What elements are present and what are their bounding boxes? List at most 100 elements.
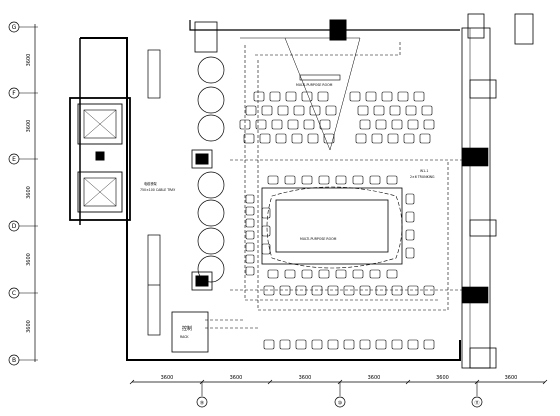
grid-bubble-g: G — [8, 21, 38, 33]
table-chair — [301, 175, 313, 185]
audience-chair — [375, 119, 387, 130]
rear-chair — [263, 285, 275, 296]
col-bubble-text: ⑩ — [338, 401, 343, 407]
audience-chair — [397, 91, 409, 102]
col-dimension-text: 3600 — [436, 375, 449, 381]
rear-chair — [343, 339, 355, 350]
row-dimension-text: 3600 — [26, 253, 32, 266]
side-chair — [245, 242, 255, 252]
grid-bubble-e: E — [8, 153, 38, 165]
audience-chair — [243, 133, 255, 144]
rear-chair — [359, 339, 371, 350]
stage-area — [191, 19, 361, 291]
rear-chair — [327, 285, 339, 296]
table-chair — [267, 269, 279, 279]
audience-chair — [359, 119, 371, 130]
rear-chair — [359, 285, 371, 296]
side-chair — [245, 254, 255, 264]
audience-chair — [287, 119, 299, 130]
audience-chair — [293, 105, 305, 116]
audience-chair — [389, 105, 401, 116]
audience-chair — [371, 133, 383, 144]
audience-seating — [239, 91, 435, 350]
audience-chair — [259, 133, 271, 144]
audience-chair — [365, 91, 377, 102]
round-column — [197, 171, 225, 199]
row-dimension-text: 3600 — [26, 120, 32, 133]
audience-chair — [301, 91, 313, 102]
grid-bubble-text: F — [12, 90, 16, 97]
table-chair — [284, 269, 296, 279]
grid-bubble-b: B — [8, 354, 38, 366]
table-chair — [284, 175, 296, 185]
col-dimension-text: 3600 — [368, 375, 381, 381]
table-chair — [335, 175, 347, 185]
table-chair — [335, 269, 347, 279]
row-dimension-text: 3600 — [26, 54, 32, 67]
rear-chair — [295, 285, 307, 296]
center-panel-label: MULTI-PURPOSE ROOM — [300, 237, 337, 241]
rear-chair — [375, 285, 387, 296]
rear-chair — [423, 339, 435, 350]
table-seating — [261, 175, 415, 279]
rear-chair — [311, 285, 323, 296]
col-bubble-text: ⑪ — [474, 400, 479, 407]
side-chair — [245, 230, 255, 240]
dimension-tick — [267, 379, 273, 385]
table-chair — [386, 175, 398, 185]
col-grid-bubble: ⑪ — [471, 382, 483, 408]
top-panel-label: MULTI-PURPOSE ROOM — [296, 83, 333, 87]
grid-bubble-text: B — [12, 357, 16, 364]
round-column — [197, 56, 225, 84]
audience-chair — [413, 91, 425, 102]
round-column — [197, 86, 225, 114]
audience-chair — [423, 119, 435, 130]
rear-chair — [311, 339, 323, 350]
audience-chair — [309, 105, 321, 116]
rear-chair — [407, 285, 419, 296]
col-grid-bubble: ⑨ — [196, 382, 208, 408]
dimension-tick — [542, 379, 548, 385]
audience-chair — [277, 105, 289, 116]
rear-chair — [343, 285, 355, 296]
round-column — [197, 255, 225, 283]
audience-chair — [303, 119, 315, 130]
audience-chair — [269, 91, 281, 102]
col-bubble-text: ⑨ — [200, 401, 204, 407]
rear-chair — [263, 339, 275, 350]
table-chair — [369, 269, 381, 279]
col-dimension-text: 3600 — [230, 375, 243, 381]
table-chair — [352, 175, 364, 185]
col-grid-bubble: ⑩ — [334, 382, 346, 408]
side-chair — [245, 194, 255, 204]
dimension-tick — [405, 379, 411, 385]
table-chair — [261, 225, 271, 237]
audience-chair — [317, 91, 329, 102]
col-grid-bubbles: ⑨ ⑩ ⑪ — [196, 382, 483, 408]
table-chair — [352, 269, 364, 279]
grid-bubble-text: E — [12, 156, 16, 163]
table-chair — [301, 269, 313, 279]
audience-chair — [407, 119, 419, 130]
riser-note: 电缆桥架 — [144, 181, 158, 186]
audience-chair — [253, 91, 265, 102]
conference-table — [261, 186, 403, 269]
grid-bubble-text: D — [12, 223, 17, 230]
rear-chair — [391, 339, 403, 350]
trunk-callout: W1-1 — [420, 169, 428, 173]
rack-room — [171, 311, 209, 353]
rear-chair — [279, 339, 291, 350]
round-column — [197, 114, 225, 142]
table-chair — [318, 175, 330, 185]
rear-chair — [375, 339, 387, 350]
building-walls — [79, 13, 534, 369]
col-dimension-text: 3600 — [505, 375, 518, 381]
audience-chair — [421, 105, 433, 116]
grid-bubble-c: C — [8, 287, 38, 299]
audience-chair — [391, 119, 403, 130]
audience-chair — [325, 105, 337, 116]
audience-chair — [239, 119, 251, 130]
tech-room-label: 控制 — [182, 325, 192, 332]
audience-chair — [261, 105, 273, 116]
